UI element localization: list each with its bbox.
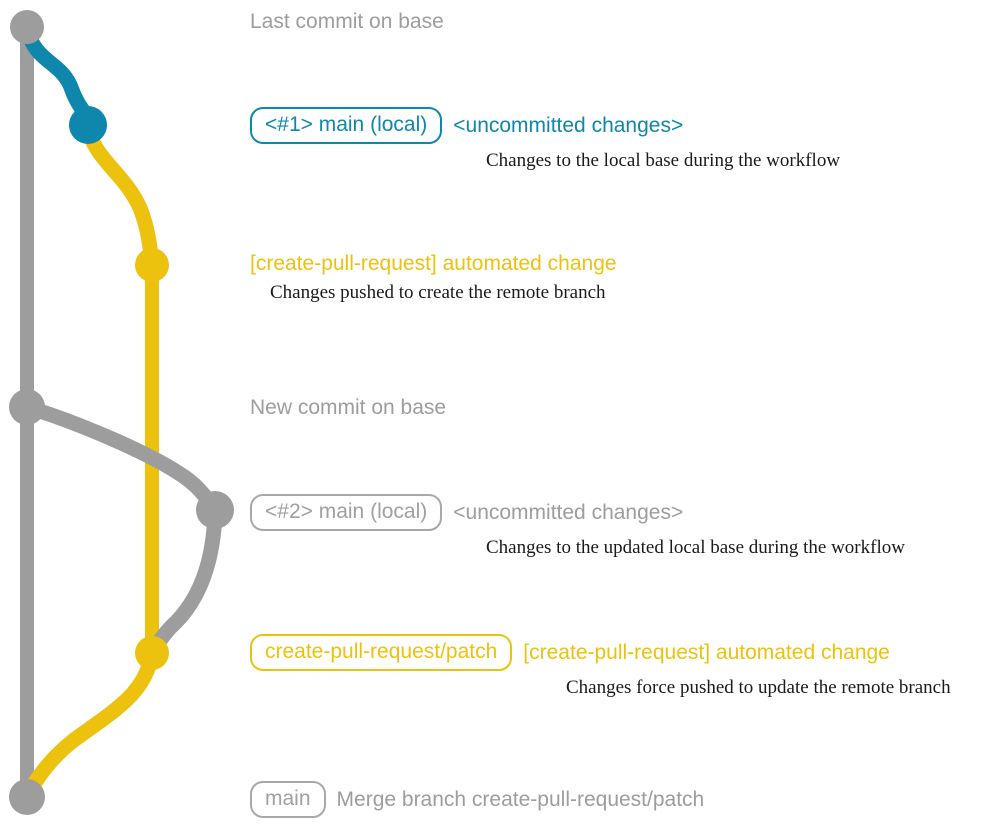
branch-badge[interactable]: create-pull-request/patch (250, 634, 513, 671)
commit-node-patch-1[interactable] (135, 248, 169, 282)
commit-message: [create-pull-request] automated change (250, 252, 617, 275)
commit-node-base-last[interactable] (10, 10, 44, 44)
commit-headline: main Merge branch create-pull-request/pat… (250, 781, 704, 818)
commit-message: [create-pull-request] automated change (523, 640, 890, 664)
commit-headline: [create-pull-request] automated change (250, 252, 617, 276)
commit-message: <uncommitted changes> (453, 113, 684, 137)
commit-description: Changes pushed to create the remote bran… (270, 282, 606, 303)
commit-headline: <#1> main (local) <uncommitted changes> (250, 107, 840, 144)
patch-to-merge-line (19, 645, 160, 805)
commit-row-automated-change-2: create-pull-request/patch [create-pull-re… (250, 634, 951, 699)
commit-headline: create-pull-request/patch [create-pull-re… (250, 634, 951, 671)
commit-node-base-new[interactable] (9, 389, 45, 425)
commit-row-last-commit-on-base: Last commit on base (250, 10, 444, 34)
commit-row-local-commit-2: <#2> main (local) <uncommitted changes> Ch… (250, 494, 905, 559)
commit-title: Last commit on base (250, 10, 444, 33)
patch-lane-upper-curve (80, 117, 160, 273)
branch-badge[interactable]: <#1> main (local) (250, 107, 443, 144)
commit-node-merge[interactable] (9, 779, 45, 815)
commit-node-patch-2[interactable] (135, 636, 169, 670)
commit-row-new-commit-on-base: New commit on base (250, 396, 446, 420)
commit-description: Changes force pushed to update the remot… (566, 677, 951, 698)
branch-badge[interactable]: main (250, 781, 326, 818)
commit-row-merge-commit: main Merge branch create-pull-request/pat… (250, 781, 704, 818)
commit-node-local-2[interactable] (196, 491, 234, 529)
commit-node-local-1[interactable] (69, 106, 107, 144)
commit-row-local-commit-1: <#1> main (local) <uncommitted changes> Ch… (250, 107, 840, 172)
commit-message: <uncommitted changes> (453, 500, 684, 524)
commit-message: Merge branch create-pull-request/patch (336, 787, 705, 811)
commit-title: New commit on base (250, 396, 447, 419)
commit-description: Changes to the updated local base during… (486, 537, 905, 558)
branch-badge[interactable]: <#2> main (local) (250, 494, 443, 531)
commit-description: Changes to the local base during the wor… (486, 150, 841, 171)
commit-headline: <#2> main (local) <uncommitted changes> (250, 494, 905, 531)
